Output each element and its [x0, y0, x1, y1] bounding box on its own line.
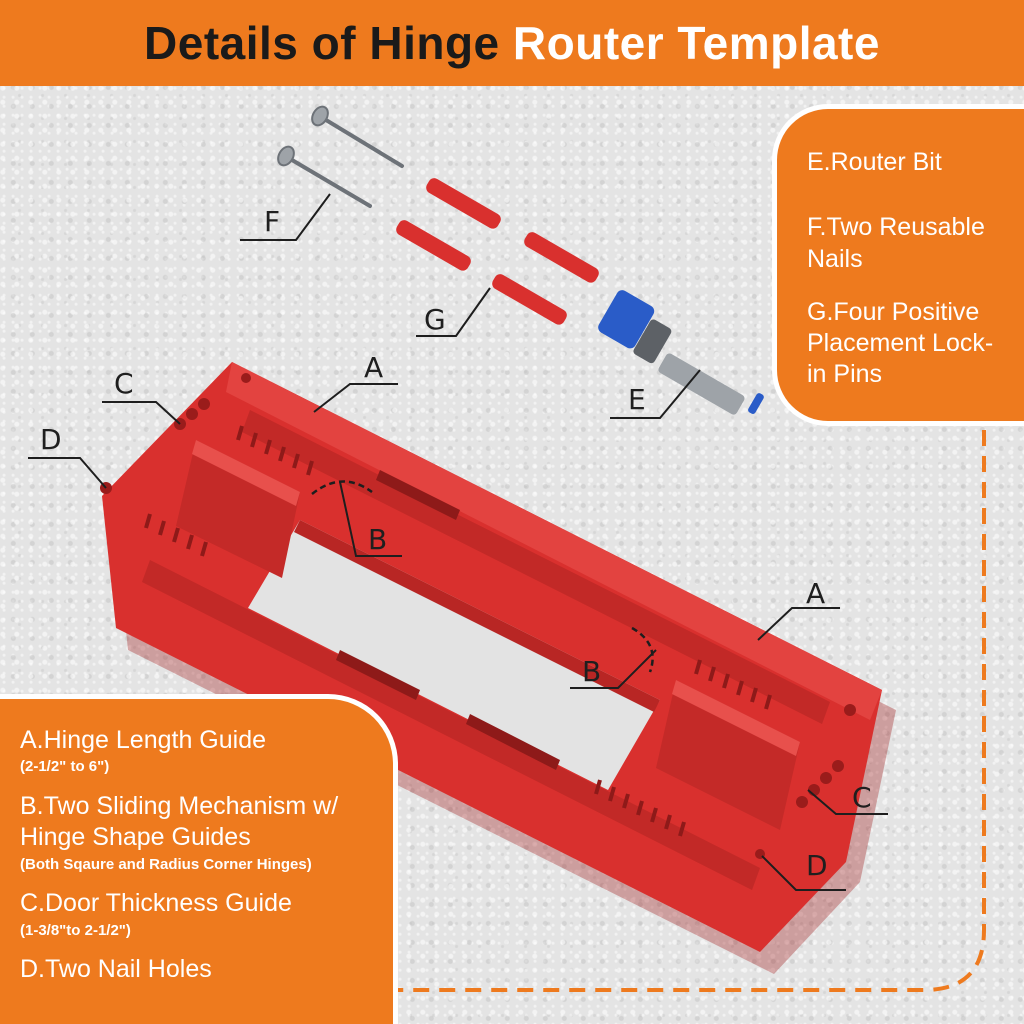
lock-in-pins — [396, 178, 599, 325]
leader-b-right — [570, 649, 657, 689]
features-legend-panel: A.Hinge Length Guide (2-1/2" to 6") B.Tw… — [0, 694, 398, 1024]
leader-c-top — [102, 401, 181, 425]
callout-f: F — [264, 205, 281, 238]
callout-d-right: D — [806, 849, 828, 882]
lower-slot — [336, 650, 420, 700]
leader-g — [416, 287, 491, 337]
router-bit-collar — [633, 319, 672, 364]
title-light-part: Router Template — [512, 17, 880, 69]
callout-a-top: A — [364, 351, 384, 384]
title-dark-part: Details of Hinge — [144, 17, 500, 69]
callout-d-top: D — [40, 423, 62, 456]
leader-a-top — [313, 383, 398, 413]
left-guide-block — [176, 440, 300, 578]
right-guide-block-top — [672, 680, 800, 756]
router-bit-cutter — [598, 290, 655, 349]
router-bit-shank — [658, 353, 745, 415]
leader-c-right — [807, 789, 888, 815]
feature-d-title: D.Two Nail Holes — [20, 955, 212, 984]
lower-rail — [142, 560, 760, 890]
callout-g: G — [424, 303, 446, 336]
leader-lines — [28, 193, 888, 891]
upper-slot — [376, 470, 460, 520]
dashed-connector — [398, 430, 986, 992]
legend-item-f: F.Two Reusable Nails — [807, 213, 985, 273]
callout-c-right: C — [852, 781, 872, 814]
router-bit — [598, 290, 764, 415]
left-guide-block-top — [192, 440, 300, 506]
feature-b-subtitle: (Both Sqaure and Radius Corner Hinges) — [20, 855, 312, 873]
window-inner-edge — [294, 520, 660, 712]
upper-shape-guide — [311, 480, 373, 495]
callout-c-top: C — [114, 367, 134, 400]
feature-a-title: A.Hinge Length Guide — [20, 726, 267, 754]
page-title: Details of Hinge Router Template — [144, 16, 880, 70]
left-tick-marks — [144, 425, 314, 557]
right-guide-block — [656, 680, 800, 830]
router-bit-tip — [748, 393, 764, 414]
callout-b-top: B — [368, 523, 388, 556]
callout-b-right: B — [582, 655, 602, 688]
leader-f — [240, 193, 331, 241]
parts-legend-panel: E.Router Bit F.Two Reusable Nails G.Four… — [772, 104, 1024, 426]
upper-rail — [242, 410, 830, 724]
callout-a-right: A — [806, 577, 826, 610]
template-window — [248, 520, 660, 790]
leader-a-right — [757, 607, 840, 641]
lower-shape-guide — [631, 626, 654, 673]
feature-c-subtitle: (1-3/8"to 2-1/2") — [20, 921, 131, 939]
feature-b-title: B.Two Sliding Mechanism w/ Hinge Shape G… — [20, 792, 339, 852]
leader-b-top — [339, 481, 402, 557]
template-top-face — [226, 362, 882, 720]
legend-item-g: G.Four Positive Placement Lock-in Pins — [807, 297, 994, 389]
leader-e — [610, 369, 701, 419]
legend-item-e: E.Router Bit — [807, 148, 942, 176]
feature-a-subtitle: (2-1/2" to 6") — [20, 758, 110, 776]
leader-d-top — [28, 457, 107, 489]
lower-slot-2 — [466, 714, 560, 770]
router-template — [100, 362, 896, 974]
reusable-nails — [277, 105, 404, 208]
header-banner: Details of Hinge Router Template — [0, 0, 1024, 86]
feature-c-title: C.Door Thickness Guide — [20, 889, 292, 918]
right-tick-marks — [594, 659, 772, 837]
callout-e: E — [628, 383, 646, 416]
leader-d-right — [761, 855, 846, 891]
